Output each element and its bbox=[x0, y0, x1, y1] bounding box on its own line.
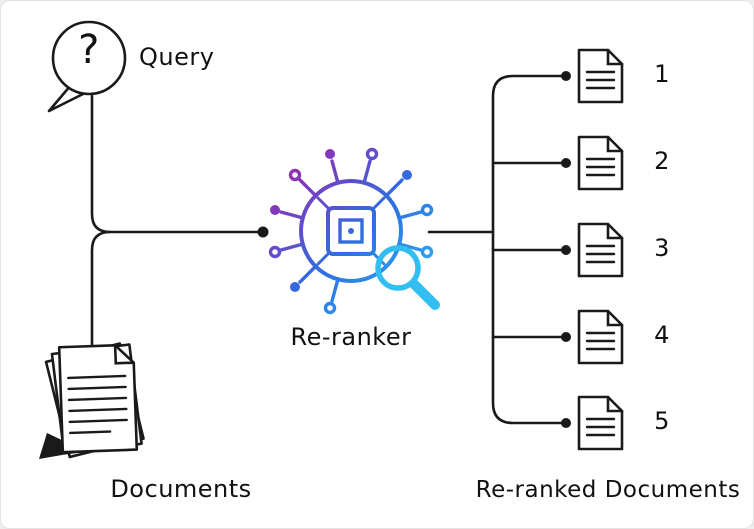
rank-label: 2 bbox=[654, 147, 670, 175]
document-icon bbox=[577, 135, 624, 191]
document-icon bbox=[577, 309, 624, 365]
document-icon bbox=[577, 222, 624, 278]
document-icon bbox=[577, 395, 624, 451]
question-bubble-icon bbox=[47, 20, 127, 113]
documents-label: Documents bbox=[110, 475, 252, 503]
rank-label: 5 bbox=[654, 407, 670, 435]
reranker-icon bbox=[268, 147, 440, 315]
document-icon bbox=[577, 48, 624, 104]
junction-dot bbox=[257, 226, 269, 238]
reranked-documents-label: Re-ranked Documents bbox=[475, 477, 741, 503]
question-mark: ? bbox=[78, 27, 100, 73]
rank-label: 3 bbox=[654, 234, 670, 262]
rank-label: 1 bbox=[654, 60, 670, 88]
query-label: Query bbox=[139, 43, 215, 71]
connector-lines bbox=[90, 71, 571, 428]
rank-label: 4 bbox=[654, 321, 670, 349]
magnifier-icon bbox=[375, 245, 440, 310]
reranker-label: Re-ranker bbox=[290, 323, 412, 351]
documents-stack-icon bbox=[39, 342, 145, 459]
